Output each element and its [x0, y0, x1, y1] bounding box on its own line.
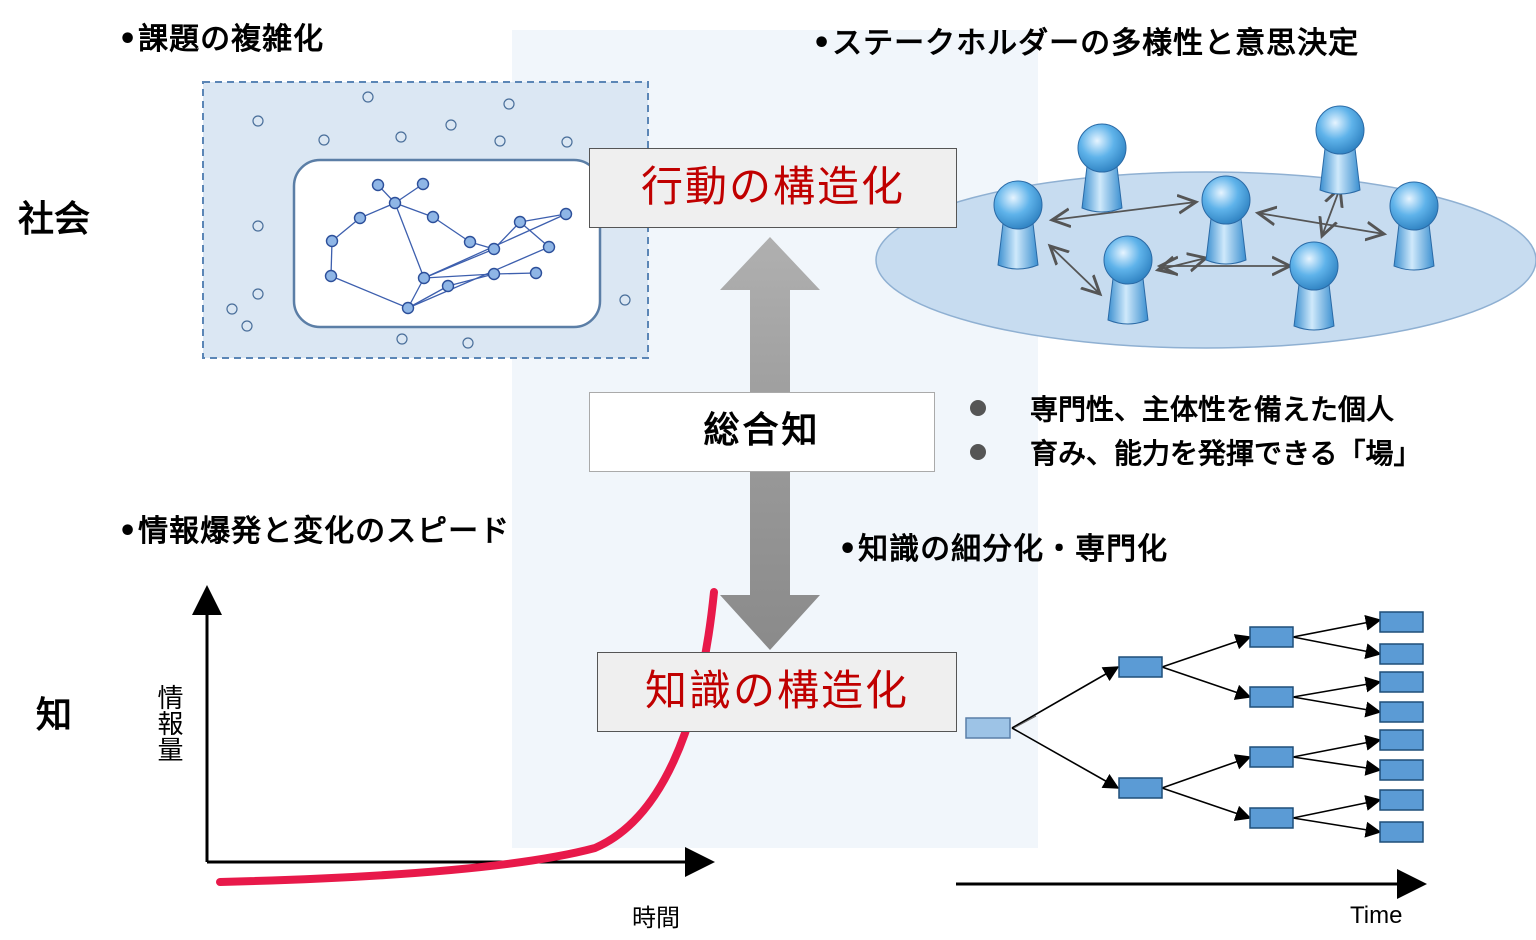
complexity-panel — [202, 81, 649, 359]
person-icons — [993, 105, 1439, 331]
heading-stakeholders: •ステークホルダーの多様性と意思決定 — [812, 26, 1360, 61]
stakeholder-network — [875, 105, 1536, 349]
graph-xlabel: 時間 — [632, 904, 680, 932]
heading-complexity: •課題の複雑化 — [118, 22, 325, 57]
side-label-society: 社会 — [18, 199, 91, 240]
action-structuring-box: 行動の構造化 — [589, 148, 957, 228]
heading-specialization: •知識の細分化・専門化 — [838, 532, 1169, 567]
knowledge-structuring-box: 知識の構造化 — [597, 652, 957, 732]
bullet-list: 専門性、主体性を備えた個人 育み、能力を発揮できる「場」 — [970, 388, 1421, 476]
tree-xlabel: Time — [1350, 902, 1403, 929]
heading-info-explosion: •情報爆発と変化のスピード — [118, 514, 511, 549]
info-graph — [192, 585, 718, 886]
graph-ylabel: 情報量 — [153, 684, 183, 762]
side-label-knowledge: 知 — [36, 695, 73, 736]
bullet-dot-icon — [970, 400, 986, 416]
bullet-item: 育み、能力を発揮できる「場」 — [970, 432, 1421, 472]
synthesis-box: 総合知 — [589, 392, 935, 472]
bullet-dot-icon — [970, 444, 986, 460]
knowledge-tree — [956, 611, 1427, 899]
bullet-item: 専門性、主体性を備えた個人 — [970, 388, 1421, 428]
